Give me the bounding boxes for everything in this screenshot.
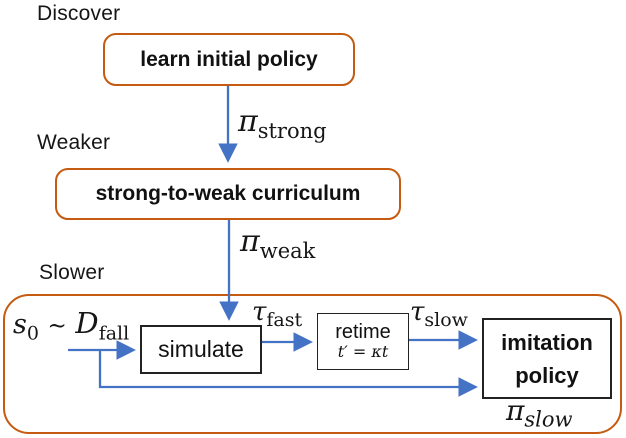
tilde-operator: ∼ <box>47 313 67 339</box>
label-tau-slow: τslow <box>410 297 468 331</box>
tau-symbol: τ <box>252 297 267 327</box>
label-pi-slow: πslow <box>506 394 573 432</box>
box-simulate-label: simulate <box>158 336 244 362</box>
pi-weak-subscript: weak <box>259 239 316 263</box>
box-curriculum-label: strong-to-weak curriculum <box>95 182 361 205</box>
pi-symbol: π <box>506 394 525 427</box>
tau-slow-subscript: slow <box>424 309 468 332</box>
D-symbol: D <box>75 306 99 340</box>
box-imitation-line1: imitation <box>501 329 593 355</box>
box-learn-initial-policy: learn initial policy <box>103 33 355 86</box>
pi-symbol: π <box>238 104 258 139</box>
box-imitation-line2: policy <box>515 362 579 388</box>
pi-strong-subscript: strong <box>257 119 327 143</box>
box-simulate: simulate <box>140 325 262 374</box>
D-subscript: fall <box>98 322 130 345</box>
stage-label-discover: Discover <box>37 2 121 25</box>
box-learn-initial-policy-label: learn initial policy <box>140 47 318 71</box>
s-subscript: 0 <box>26 322 39 345</box>
label-pi-strong: πstrong <box>238 104 327 143</box>
s-symbol: s <box>13 309 27 340</box>
stage-label-slower: Slower <box>39 261 105 284</box>
pi-symbol: π <box>240 224 260 259</box>
slower-pipeline-container <box>3 294 622 434</box>
tau-symbol: τ <box>410 297 425 327</box>
box-retime: retime t′ = κt <box>317 313 409 370</box>
box-retime-formula: t′ = κt <box>337 341 389 361</box>
box-retime-title: retime <box>335 320 391 343</box>
stage-label-weaker: Weaker <box>37 131 111 154</box>
box-strong-to-weak-curriculum: strong-to-weak curriculum <box>55 168 401 220</box>
box-imitation-policy: imitation policy <box>482 318 612 399</box>
label-initial-state-distribution: s0 ∼ Dfall <box>13 306 129 344</box>
pi-slow-subscript: slow <box>524 407 573 432</box>
tau-fast-subscript: fast <box>266 309 303 332</box>
label-tau-fast: τfast <box>252 297 302 331</box>
label-pi-weak: πweak <box>240 224 315 263</box>
